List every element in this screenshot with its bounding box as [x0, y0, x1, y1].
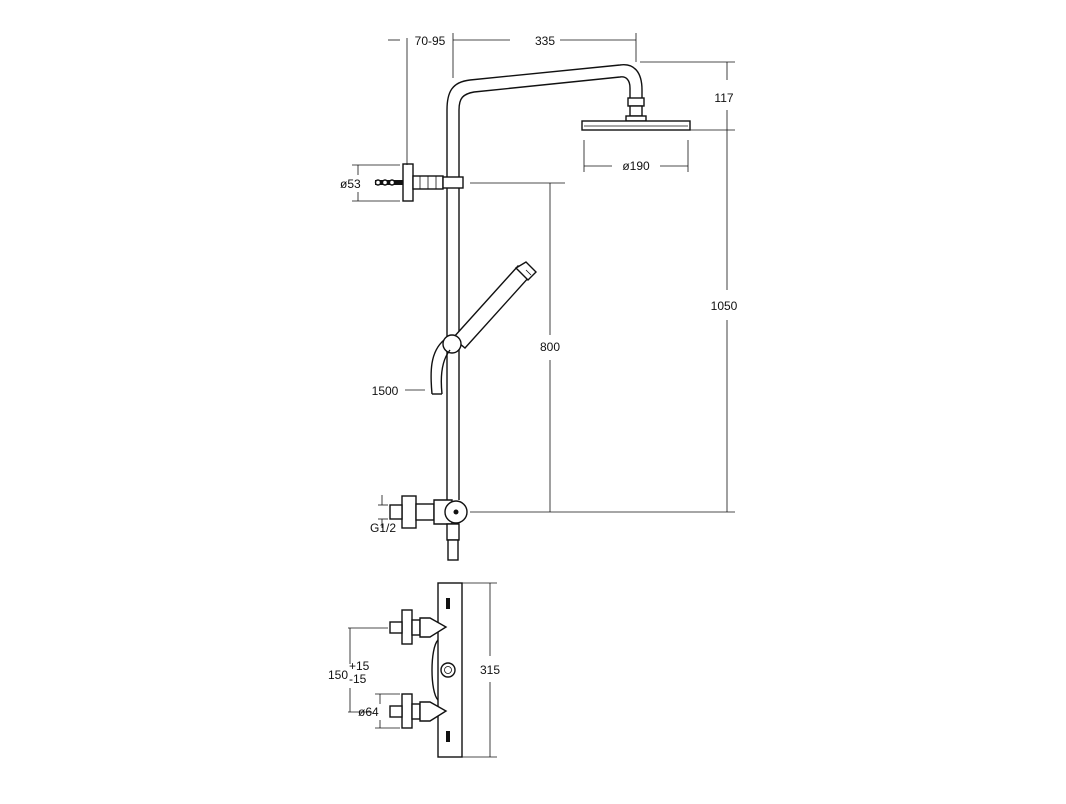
shower-head: [581, 120, 691, 131]
dim-total-height: 1050: [711, 299, 738, 313]
dim-body-height: 315: [480, 663, 500, 677]
dim-hose-length: 1500: [372, 384, 399, 398]
dim-wall-distance: 70-95: [415, 34, 446, 48]
wall-bracket: [374, 163, 464, 202]
dim-slide-height: 800: [540, 340, 560, 354]
dim-centres-tol-minus: -15: [349, 672, 367, 686]
shower-column-outline: [446, 64, 647, 500]
dim-head-diameter: ø190: [622, 159, 650, 173]
dim-head-height: 117: [714, 91, 733, 105]
dimension-lines: [352, 33, 735, 528]
dim-escutcheon-diameter: ø64: [358, 705, 379, 719]
mixer-dimension-lines: [348, 582, 497, 758]
exposed-mixer-side: [389, 495, 468, 561]
dim-centres-nominal: 150: [328, 668, 348, 682]
dim-centres-tol-plus: +15: [349, 659, 370, 673]
dim-inlet-thread: G1/2: [370, 521, 396, 535]
dim-arm-length: 335: [535, 34, 555, 48]
dim-bracket-diameter: ø53: [340, 177, 361, 191]
hand-shower: [430, 261, 537, 395]
mixer-front-view: [389, 582, 463, 758]
